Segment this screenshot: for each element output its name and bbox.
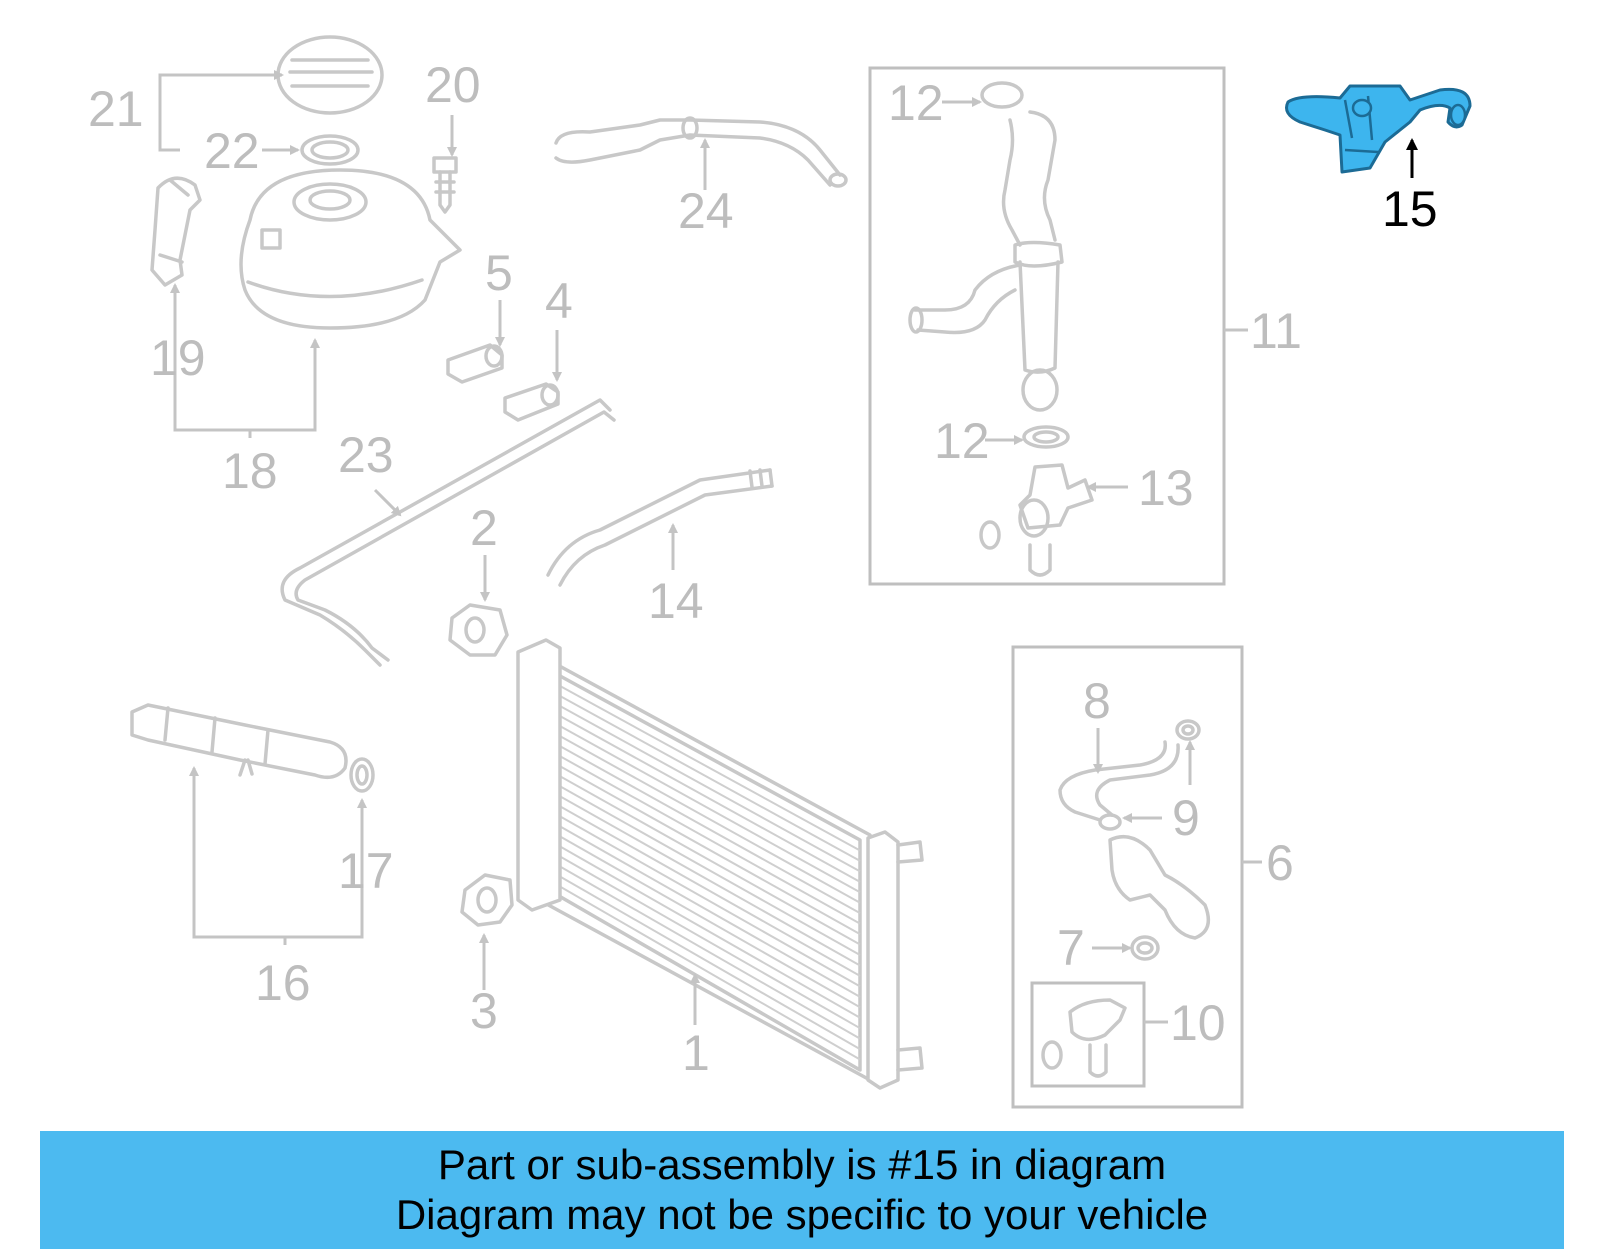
box-part-11 <box>868 66 1226 586</box>
radiator-fin <box>539 874 861 1061</box>
radiator-fin <box>539 804 861 988</box>
radiator-fin <box>539 814 861 998</box>
part-24-hose <box>554 116 848 188</box>
label-1: 1 <box>682 1025 710 1081</box>
leader-lines <box>158 70 1418 1025</box>
radiator-fin <box>539 714 861 894</box>
radiator-fin <box>539 724 861 904</box>
label-14: 14 <box>648 573 704 629</box>
part-22-seal <box>300 134 360 166</box>
part-5-sensor <box>446 343 504 384</box>
label-5: 5 <box>485 245 513 301</box>
label-2: 2 <box>470 500 498 556</box>
label-10: 10 <box>1170 995 1226 1051</box>
label-15-highlighted: 15 <box>1382 181 1438 237</box>
radiator-fin <box>539 694 861 873</box>
part-11-hose-assembly <box>908 81 1070 449</box>
part-23-tube <box>280 398 616 667</box>
radiator-fin <box>539 764 861 946</box>
label-9: 9 <box>1172 790 1200 846</box>
label-7: 7 <box>1057 920 1085 976</box>
radiator-fin <box>539 754 861 935</box>
label-18: 18 <box>222 443 278 499</box>
label-12-bottom: 12 <box>934 413 990 469</box>
part-2-mount <box>448 603 509 657</box>
part-10-flange <box>1041 998 1127 1078</box>
label-19: 19 <box>150 330 206 386</box>
radiator-fin <box>539 854 861 1040</box>
part-15-hose-highlighted <box>1285 84 1472 174</box>
part-20-bolt <box>432 156 458 214</box>
label-6: 6 <box>1266 835 1294 891</box>
radiator-fin <box>539 774 861 956</box>
radiator-fin <box>539 794 861 977</box>
label-17: 17 <box>338 843 394 899</box>
radiator-fin <box>539 684 861 862</box>
info-banner: Part or sub-assembly is #15 in diagram D… <box>40 1131 1564 1249</box>
part-18-reservoir <box>239 168 462 330</box>
label-22: 22 <box>204 123 260 179</box>
label-20: 20 <box>425 57 481 113</box>
radiator-fin <box>539 834 861 1019</box>
radiator-fin <box>539 734 861 915</box>
part-14-hose <box>546 468 774 587</box>
part-21-cap <box>276 35 384 115</box>
label-16: 16 <box>255 955 311 1011</box>
label-3: 3 <box>470 983 498 1039</box>
radiator-fin <box>539 674 861 852</box>
radiator-fin <box>539 784 861 967</box>
part-3-mount <box>460 873 514 927</box>
part-1-radiator <box>516 638 924 1090</box>
part-4-sensor <box>503 382 560 422</box>
banner-line-2: Diagram may not be specific to your vehi… <box>395 1191 1209 1238</box>
box-part-6 <box>1011 645 1244 1109</box>
part-16-pipe <box>130 703 348 780</box>
label-8: 8 <box>1083 673 1111 729</box>
label-24: 24 <box>678 183 734 239</box>
label-4: 4 <box>545 273 573 329</box>
radiator-fin <box>539 864 861 1050</box>
radiator-fin <box>539 744 861 925</box>
radiator-fin <box>539 824 861 1009</box>
label-13: 13 <box>1138 460 1194 516</box>
label-12-top: 12 <box>888 75 944 131</box>
part-19-hose <box>150 176 202 287</box>
part-6-hose-assembly <box>1058 719 1211 961</box>
part-17-oring <box>349 757 375 793</box>
radiator-fin <box>539 704 861 883</box>
radiator-fin <box>539 844 861 1030</box>
label-23: 23 <box>338 427 394 483</box>
banner-line-1: Part or sub-assembly is #15 in diagram <box>437 1141 1167 1188</box>
box-part-10 <box>1030 981 1146 1088</box>
label-11: 11 <box>1250 303 1302 359</box>
label-21: 21 <box>88 81 144 137</box>
part-13-flange <box>979 463 1094 577</box>
